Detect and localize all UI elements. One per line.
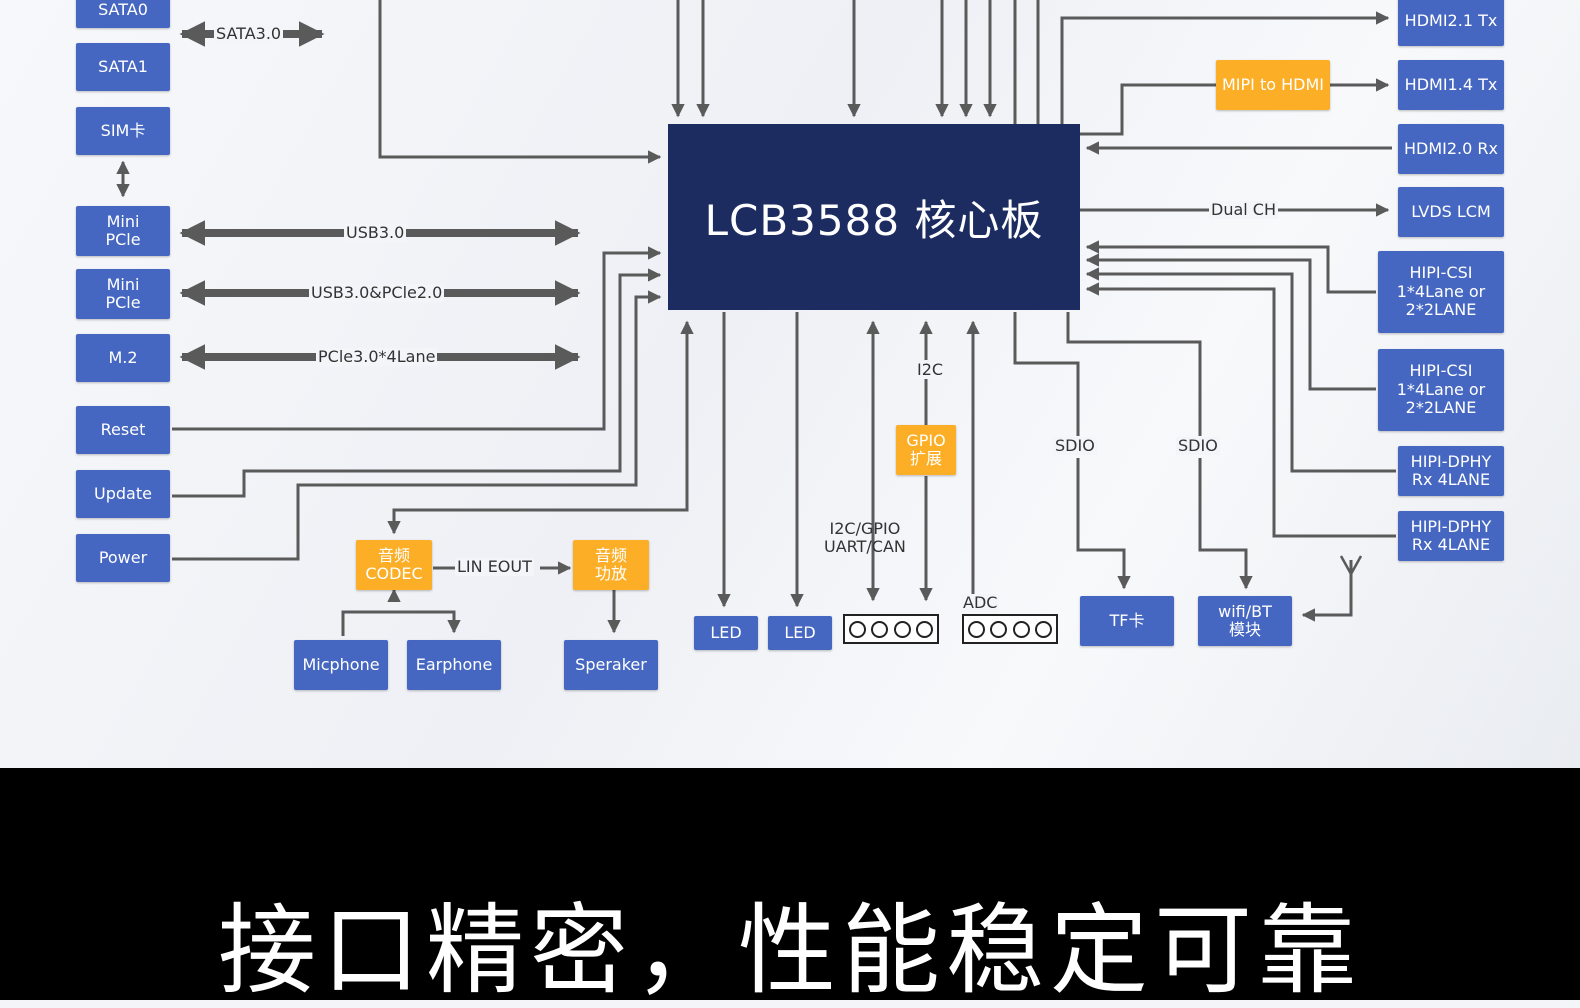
hdmi14-tx-block: HDMI1.4 Tx bbox=[1398, 60, 1504, 110]
footer-title: 接口精密，性能稳定可靠 bbox=[217, 894, 1362, 1008]
hipi-dphy-block-2: HIPI-DPHY Rx 4LANE bbox=[1398, 511, 1504, 561]
update-block: Update bbox=[76, 470, 170, 518]
hipi-csi-block-2: HIPI-CSI 1*4Lane or 2*2LANE bbox=[1378, 349, 1504, 431]
adc-header-connector bbox=[962, 614, 1058, 644]
mini-pcie-block-2: Mini PCle bbox=[76, 269, 170, 319]
sim-card-block: SIM卡 bbox=[76, 107, 170, 155]
footer-banner: 接口精密，性能稳定可靠 bbox=[0, 768, 1580, 1006]
header-pin bbox=[1035, 620, 1053, 638]
sata30-label: SATA3.0 bbox=[214, 24, 284, 43]
header-pin bbox=[967, 620, 985, 638]
adc-label: ADC bbox=[961, 593, 1000, 612]
header-pin bbox=[1012, 620, 1030, 638]
hdmi20-rx-block: HDMI2.0 Rx bbox=[1398, 124, 1504, 174]
mini-pcie-block-1: Mini PCle bbox=[76, 206, 170, 256]
usb-pcie-label: USB3.0&PCle2.0 bbox=[309, 283, 445, 302]
hipi-dphy-block-1: HIPI-DPHY Rx 4LANE bbox=[1398, 446, 1504, 496]
led-block-1: LED bbox=[694, 616, 758, 650]
connection-lines bbox=[116, 0, 1396, 636]
speaker-block: Speraker bbox=[564, 640, 658, 690]
mipi-to-hdmi-block: MIPI to HDMI bbox=[1216, 60, 1330, 110]
led-block-2: LED bbox=[768, 616, 832, 650]
tf-card-block: TF卡 bbox=[1080, 596, 1174, 646]
audio-amp-block: 音频 功放 bbox=[573, 540, 649, 590]
header-pin bbox=[990, 620, 1008, 638]
m2-block: M.2 bbox=[76, 334, 170, 382]
reset-block: Reset bbox=[76, 406, 170, 454]
sata0-block: SATA0 bbox=[76, 0, 170, 28]
block-diagram: SATA0 SATA1 SIM卡 Mini PCle Mini PCle M.2… bbox=[0, 0, 1580, 768]
microphone-block: Micphone bbox=[294, 640, 388, 690]
gpio-header-connector bbox=[843, 614, 939, 644]
lin-eout-label: LIN EOUT bbox=[455, 557, 534, 576]
header-pin bbox=[848, 620, 866, 638]
power-block: Power bbox=[76, 534, 170, 582]
wifi-bt-module-block: wifi/BT 模块 bbox=[1198, 596, 1292, 646]
sdio-label-1: SDIO bbox=[1053, 436, 1097, 455]
header-pin bbox=[893, 620, 911, 638]
audio-codec-block: 音频 CODEC bbox=[356, 540, 432, 590]
sata1-block: SATA1 bbox=[76, 43, 170, 91]
lvds-lcm-block: LVDS LCM bbox=[1398, 187, 1504, 237]
header-pin bbox=[916, 620, 934, 638]
pcie30-label: PCle3.0*4Lane bbox=[316, 347, 438, 366]
sdio-label-2: SDIO bbox=[1176, 436, 1220, 455]
hipi-csi-block-1: HIPI-CSI 1*4Lane or 2*2LANE bbox=[1378, 251, 1504, 333]
hdmi21-tx-block: HDMI2.1 Tx bbox=[1398, 0, 1504, 46]
core-board: LCB3588 核心板 bbox=[668, 124, 1080, 310]
i2c-label: I2C bbox=[915, 360, 946, 379]
dual-ch-label: Dual CH bbox=[1209, 200, 1278, 219]
gpio-expander-block: GPIO 扩展 bbox=[896, 425, 956, 475]
usb30-label: USB3.0 bbox=[344, 223, 407, 242]
earphone-block: Earphone bbox=[407, 640, 501, 690]
i2c-gpio-uart-can-label: I2C/GPIO UART/CAN bbox=[824, 519, 906, 556]
header-pin bbox=[871, 620, 889, 638]
